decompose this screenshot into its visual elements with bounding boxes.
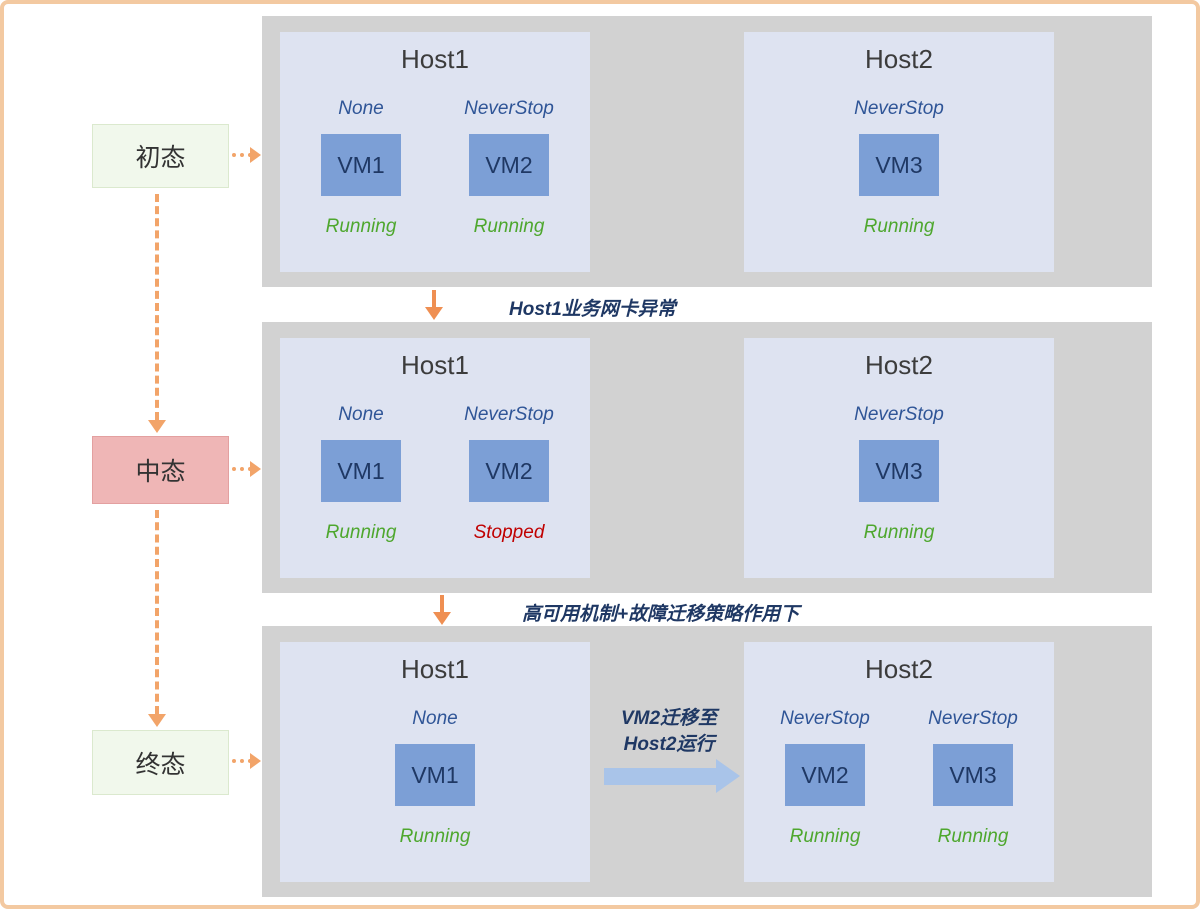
- vm-column-vm3: NeverStop VM3 Running: [917, 707, 1029, 848]
- host-title: Host2: [865, 44, 933, 74]
- vm-column-vm2: NeverStop VM2 Stopped: [453, 403, 565, 544]
- dotted-arrow-final: [232, 759, 252, 763]
- vm-status-label: Running: [789, 826, 861, 847]
- vm-column-vm2: NeverStop VM2 Running: [453, 97, 565, 238]
- state-box-final: 终态: [92, 730, 229, 795]
- host-title: Host1: [401, 350, 469, 380]
- migration-label: VM2迁移至 Host2运行: [582, 706, 756, 757]
- panel-final-state: Host1 None VM1 Running Host2 NeverStop V…: [262, 626, 1152, 897]
- vm-policy-label: NeverStop: [928, 708, 1018, 729]
- vm-row: None VM1 Running NeverStop VM2 Stopped: [280, 403, 590, 544]
- vm-column-vm1: None VM1 Running: [379, 707, 491, 848]
- transition-label-1: Host1业务网卡异常: [509, 299, 676, 320]
- vm-row: NeverStop VM3 Running: [744, 97, 1054, 238]
- host-title: Host2: [865, 654, 933, 684]
- vm-status-label: Running: [325, 522, 397, 543]
- vm-box-vm2: VM2: [469, 134, 549, 196]
- transition-arrow-2-head-icon: [433, 612, 451, 625]
- vm-box-vm3: VM3: [933, 744, 1013, 806]
- host-title: Host1: [401, 654, 469, 684]
- transition-arrow-1-stem: [432, 290, 436, 308]
- vm-policy-label: NeverStop: [780, 708, 870, 729]
- vm-column-vm2: NeverStop VM2 Running: [769, 707, 881, 848]
- vm-status-label: Stopped: [473, 522, 545, 543]
- arrowhead-down-1-icon: [148, 420, 166, 433]
- vm-column-vm3: NeverStop VM3 Running: [843, 403, 955, 544]
- host-title: Host1: [401, 44, 469, 74]
- migration-arrow-body: [604, 768, 716, 785]
- vm-box-vm3: VM3: [859, 440, 939, 502]
- host1-box-row1: Host1 None VM1 Running NeverStop VM2 Run…: [280, 32, 590, 272]
- vm-column-vm3: NeverStop VM3 Running: [843, 97, 955, 238]
- state-box-initial: 初态: [92, 124, 229, 188]
- migration-label-line1: VM2迁移至: [620, 708, 718, 729]
- host2-box-row1: Host2 NeverStop VM3 Running: [744, 32, 1054, 272]
- vm-row: None VM1 Running NeverStop VM2 Running: [280, 97, 590, 238]
- host1-box-row2: Host1 None VM1 Running NeverStop VM2 Sto…: [280, 338, 590, 578]
- vm-policy-label: None: [338, 404, 384, 425]
- dotted-arrowhead-final-icon: [250, 753, 261, 769]
- vm-box-vm2: VM2: [785, 744, 865, 806]
- dashed-connector-initial-middle: [155, 194, 159, 420]
- dotted-arrowhead-initial-icon: [250, 147, 261, 163]
- transition-label-2: 高可用机制+故障迁移策略作用下: [522, 604, 800, 625]
- vm-box-vm2: VM2: [469, 440, 549, 502]
- dotted-arrow-middle: [232, 467, 252, 471]
- vm-row: NeverStop VM2 Running NeverStop VM3 Runn…: [744, 707, 1054, 848]
- vm-policy-label: NeverStop: [464, 404, 554, 425]
- arrowhead-down-2-icon: [148, 714, 166, 727]
- vm-column-vm1: None VM1 Running: [305, 97, 417, 238]
- state-label-final: 终态: [135, 750, 186, 779]
- dashed-connector-middle-final: [155, 510, 159, 714]
- vm-policy-label: NeverStop: [854, 98, 944, 119]
- migration-arrow-head-icon: [716, 759, 740, 793]
- vm-row: None VM1 Running: [280, 707, 590, 848]
- panel-initial-state: Host1 None VM1 Running NeverStop VM2 Run…: [262, 16, 1152, 287]
- vm-policy-label: None: [338, 98, 384, 119]
- vm-status-label: Running: [863, 522, 935, 543]
- state-label-initial: 初态: [135, 144, 186, 172]
- vm-box-vm1: VM1: [321, 440, 401, 502]
- vm-policy-label: NeverStop: [464, 98, 554, 119]
- migration-label-line2: Host2运行: [623, 733, 715, 755]
- transition-arrow-1-head-icon: [425, 307, 443, 320]
- state-box-middle: 中态: [92, 436, 229, 504]
- vm-status-label: Running: [399, 826, 471, 847]
- vm-status-label: Running: [863, 216, 935, 237]
- vm-box-vm1: VM1: [395, 744, 475, 806]
- transition-arrow-2-stem: [440, 595, 444, 613]
- panel-middle-state: Host1 None VM1 Running NeverStop VM2 Sto…: [262, 322, 1152, 593]
- host2-box-row2: Host2 NeverStop VM3 Running: [744, 338, 1054, 578]
- vm-policy-label: NeverStop: [854, 404, 944, 425]
- vm-column-vm1: None VM1 Running: [305, 403, 417, 544]
- vm-policy-label: None: [412, 708, 458, 729]
- state-label-middle: 中态: [135, 458, 186, 486]
- host1-box-row3: Host1 None VM1 Running: [280, 642, 590, 882]
- vm-status-label: Running: [325, 216, 397, 237]
- vm-box-vm3: VM3: [859, 134, 939, 196]
- host-title: Host2: [865, 350, 933, 380]
- vm-row: NeverStop VM3 Running: [744, 403, 1054, 544]
- vm-box-vm1: VM1: [321, 134, 401, 196]
- dotted-arrow-initial: [232, 153, 252, 157]
- vm-status-label: Running: [473, 216, 545, 237]
- dotted-arrowhead-middle-icon: [250, 461, 261, 477]
- vm-status-label: Running: [937, 826, 1009, 847]
- host2-box-row3: Host2 NeverStop VM2 Running NeverStop VM…: [744, 642, 1054, 882]
